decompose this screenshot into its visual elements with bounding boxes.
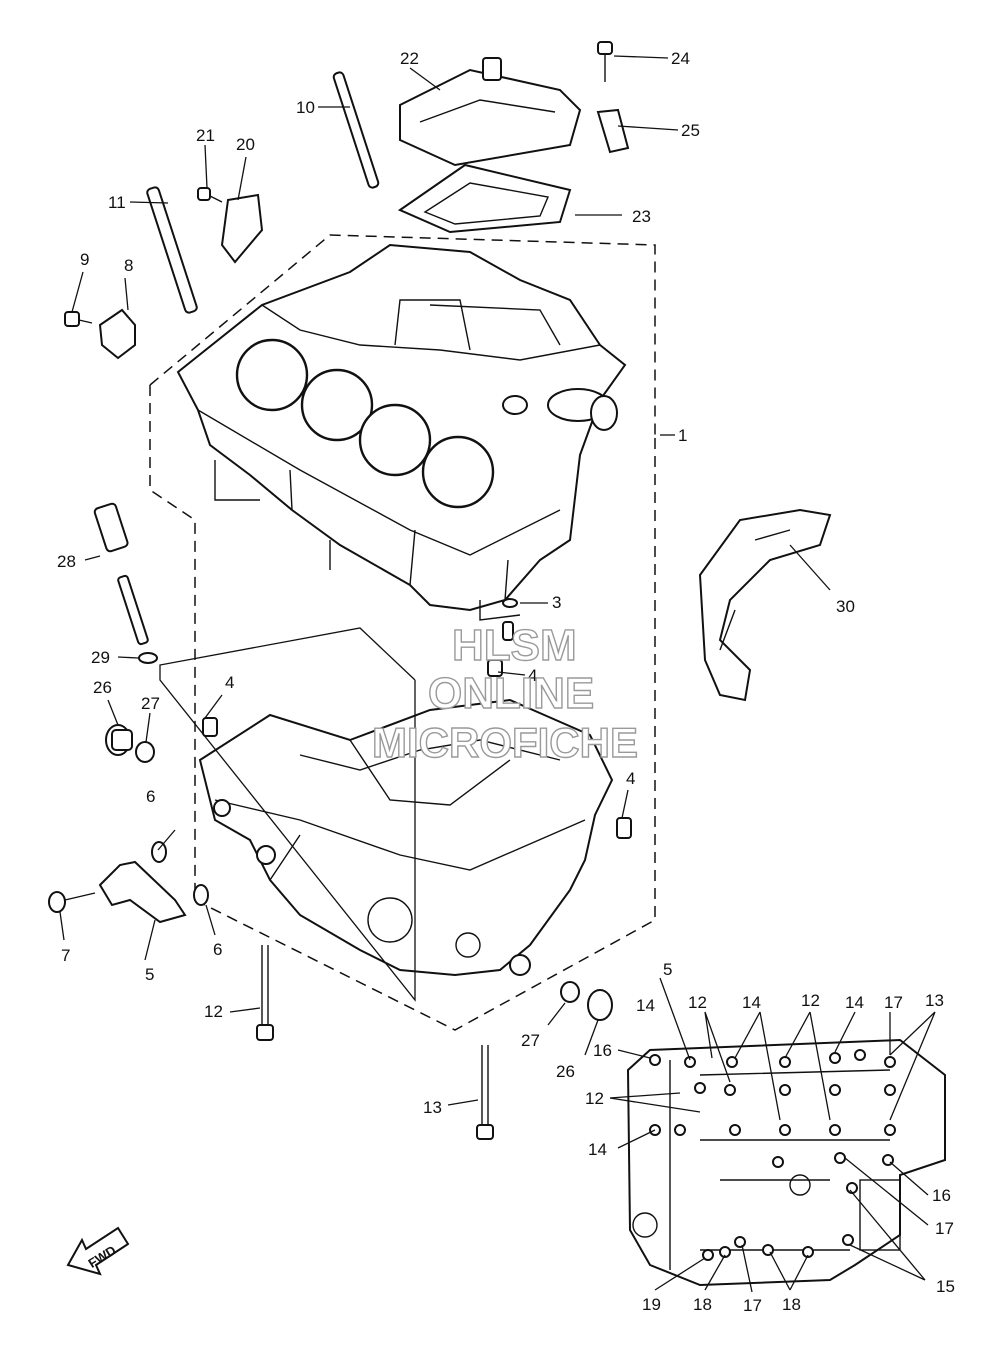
callout-labels: 1 3 4 4 4 5 5 6 6 7 8 9 10 11 12 13 20 2… xyxy=(57,49,955,1315)
label-7: 7 xyxy=(61,946,70,965)
cylinder-bore-4 xyxy=(421,435,495,509)
label-5b: 5 xyxy=(663,960,672,979)
inset-label-16a: 16 xyxy=(593,1041,612,1060)
watermark: HLSM ONLINE MICROFICHE xyxy=(371,620,638,766)
leader-lines xyxy=(59,55,936,1293)
inset-label-18b: 18 xyxy=(782,1295,801,1314)
label-23: 23 xyxy=(632,207,651,226)
inset-label-17b: 17 xyxy=(935,1219,954,1238)
bolt-12 xyxy=(256,945,274,1041)
oring-6a xyxy=(151,841,167,863)
label-6b: 6 xyxy=(213,940,222,959)
screw-21 xyxy=(197,187,223,203)
inset-label-17a: 17 xyxy=(884,993,903,1012)
label-21: 21 xyxy=(196,126,215,145)
stud-bolt-10 xyxy=(332,71,380,189)
upper-crankcase xyxy=(176,243,627,621)
label-9: 9 xyxy=(80,250,89,269)
cylinder-bore-3 xyxy=(358,403,432,477)
pipe-5 xyxy=(98,860,187,924)
label-11: 11 xyxy=(108,193,126,212)
label-1: 1 xyxy=(678,426,687,445)
label-28: 28 xyxy=(57,552,76,571)
plug-26-left xyxy=(105,724,133,756)
label-4a: 4 xyxy=(225,673,234,692)
label-10: 10 xyxy=(296,98,315,117)
cylinder-bore-1 xyxy=(235,338,309,412)
bolt-7 xyxy=(48,891,96,913)
bolt-13 xyxy=(476,1045,494,1140)
dowel-4c xyxy=(616,817,632,839)
plug-26-right xyxy=(587,989,613,1021)
oring-3 xyxy=(502,598,518,608)
inset-bottom-view xyxy=(626,1038,946,1287)
inset-label-12a: 12 xyxy=(688,993,707,1012)
label-4c: 4 xyxy=(626,769,635,788)
inset-label-12b: 12 xyxy=(801,991,820,1010)
washer-27-left xyxy=(135,741,155,763)
inset-label-13: 13 xyxy=(925,991,944,1010)
assembly-outline-lower xyxy=(194,435,656,1031)
label-27a: 27 xyxy=(141,694,160,713)
stud-bolt-11 xyxy=(146,186,198,314)
inset-label-17c: 17 xyxy=(743,1296,762,1315)
lower-crankcase xyxy=(198,698,614,977)
label-26b: 26 xyxy=(556,1062,575,1081)
inset-label-16b: 16 xyxy=(932,1186,951,1205)
label-26a: 26 xyxy=(93,678,112,697)
breather-cover xyxy=(399,57,582,167)
label-3: 3 xyxy=(552,593,561,612)
inset-label-18a: 18 xyxy=(693,1295,712,1314)
watermark-line-3: MICROFICHE xyxy=(372,719,638,766)
oil-level-gauge-28 xyxy=(93,502,149,646)
oring-6b xyxy=(193,884,209,906)
label-4b: 4 xyxy=(528,666,537,685)
bolt-24 xyxy=(597,41,613,82)
label-6a: 6 xyxy=(146,787,155,806)
assembly-outline-upper xyxy=(149,234,656,900)
label-22: 22 xyxy=(400,49,419,68)
cylinder-bore-2 xyxy=(300,368,374,442)
watermark-line-2: ONLINE xyxy=(428,669,594,718)
washer-27-right xyxy=(560,981,580,1003)
label-24: 24 xyxy=(671,49,690,68)
label-27b: 27 xyxy=(521,1031,540,1050)
inset-label-14a: 14 xyxy=(636,996,655,1015)
cover-8 xyxy=(98,308,136,360)
cover-gasket xyxy=(397,163,572,234)
inset-label-14d: 14 xyxy=(588,1140,607,1159)
label-25: 25 xyxy=(681,121,700,140)
inset-label-14b: 14 xyxy=(742,993,761,1012)
label-29: 29 xyxy=(91,648,110,667)
inset-label-15: 15 xyxy=(936,1277,955,1296)
fwd-arrow-icon: FWD xyxy=(66,1226,130,1276)
dowel-4b xyxy=(202,717,218,737)
label-13a: 13 xyxy=(423,1098,442,1117)
clamp-25 xyxy=(596,108,630,154)
inset-label-12c: 12 xyxy=(585,1089,604,1108)
label-5a: 5 xyxy=(145,965,154,984)
inset-label-14c: 14 xyxy=(845,993,864,1012)
watermark-line-1: HLSM xyxy=(452,621,577,670)
label-20: 20 xyxy=(236,135,255,154)
label-12a: 12 xyxy=(204,1002,223,1021)
plate-20 xyxy=(220,193,264,264)
label-8: 8 xyxy=(124,256,133,275)
washer-29 xyxy=(138,652,158,664)
label-30: 30 xyxy=(836,597,855,616)
dowel-2 xyxy=(502,621,514,641)
bracket-30 xyxy=(698,508,832,702)
bolt-9 xyxy=(64,311,93,327)
inset-bolt-heads xyxy=(649,1049,896,1261)
inset-label-19: 19 xyxy=(642,1295,661,1314)
